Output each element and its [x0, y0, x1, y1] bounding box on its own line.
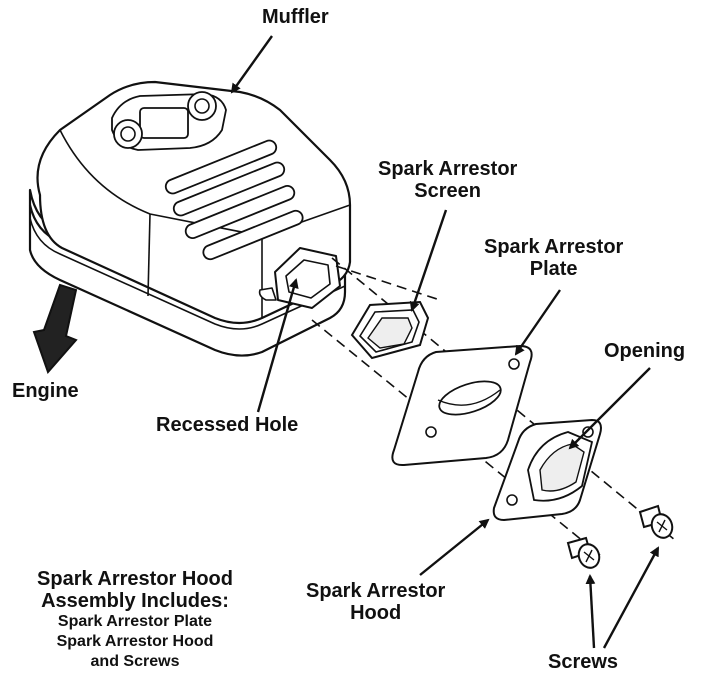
leader-opening [568, 367, 651, 450]
label-recessed-hole: Recessed Hole [156, 414, 299, 436]
leader-plate [514, 289, 561, 356]
assembly-note-heading: Assembly Includes: [41, 590, 229, 612]
label-spark-arrestor-screen: Spark Arrestor Screen [378, 158, 517, 202]
screw-left [566, 536, 601, 569]
assembly-note-item: Spark Arrestor Plate [57, 613, 213, 630]
assembly-note-item: and Screws [90, 653, 180, 670]
label-spark-arrestor-hood: Spark Arrestor Hood [306, 580, 445, 624]
label-spark-arrestor-plate: Spark Arrestor Plate [484, 236, 623, 280]
leader-screws-right [602, 546, 660, 649]
muffler-body [28, 80, 352, 357]
label-line: Spark Arrestor [484, 236, 624, 258]
label-muffler: Muffler [262, 6, 329, 28]
leader-screws-left [585, 574, 596, 649]
assembly-note-item: Spark Arrestor Hood [56, 633, 214, 650]
label-line: Plate [529, 258, 578, 280]
leader-hood [419, 518, 490, 576]
assembly-note: Spark Arrestor Hood Assembly Includes: S… [10, 568, 260, 672]
leader-muffler [230, 35, 273, 94]
screw-right [638, 504, 674, 539]
spark-arrestor-plate [391, 344, 533, 467]
assembly-note-heading: Spark Arrestor Hood [37, 568, 233, 590]
label-line: Spark Arrestor [306, 580, 446, 602]
label-screws: Screws [548, 651, 619, 673]
leader-recessed-hole [256, 278, 299, 413]
label-engine: Engine [12, 380, 79, 402]
label-line: Hood [350, 602, 402, 624]
label-line: Spark Arrestor [378, 158, 518, 180]
label-line: Screen [414, 180, 482, 202]
label-opening: Opening [604, 340, 686, 362]
spark-arrestor-screen [350, 300, 430, 360]
engine-direction-arrow [32, 283, 78, 374]
leader-screen [409, 209, 448, 312]
